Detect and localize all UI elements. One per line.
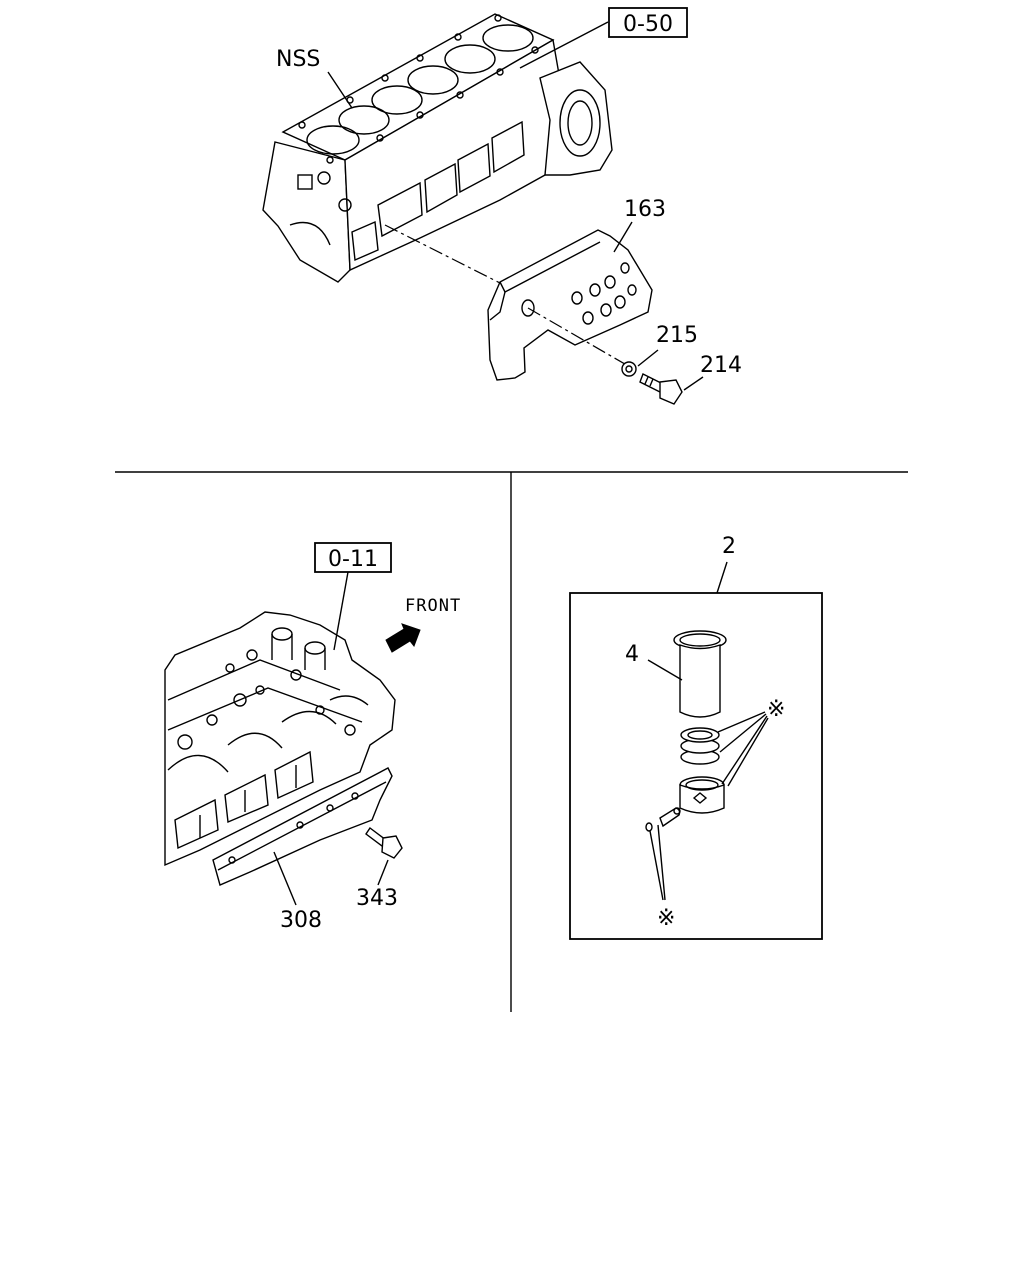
label-215: 215 <box>656 323 698 348</box>
ref-box-0-11-text: 0-11 <box>328 547 378 572</box>
block-underside-drawing <box>164 611 396 867</box>
front-arrow-icon <box>385 623 421 653</box>
ref-box-0-50-text: 0-50 <box>623 12 673 37</box>
label-308: 308 <box>280 908 322 933</box>
baffle-plate-163-drawing <box>487 229 653 381</box>
leader-163 <box>613 221 633 253</box>
bolt-343-drawing <box>365 826 403 859</box>
asterisk-leaders-lower <box>649 824 666 901</box>
label-163: 163 <box>624 197 666 222</box>
washer-215-drawing <box>621 361 637 377</box>
label-214: 214 <box>700 353 742 378</box>
asterisk-mark-lower: ※ <box>657 906 675 931</box>
piston-rings-drawing <box>680 727 720 765</box>
leader-214 <box>683 376 704 391</box>
leader-kit-2 <box>716 561 728 594</box>
piston-kit-box <box>569 592 823 940</box>
leader-ref-0-50 <box>519 21 609 69</box>
leader-308 <box>273 851 297 906</box>
piston-pin-drawing <box>659 807 681 828</box>
baffle-plate-308-drawing <box>212 767 393 886</box>
label-liner-4: 4 <box>625 642 639 667</box>
asterisk-leaders-upper <box>717 711 769 787</box>
leader-343 <box>377 859 389 886</box>
leader-nss <box>327 71 353 109</box>
alignment-line-block <box>384 224 501 284</box>
piston-drawing <box>679 776 725 814</box>
leader-215 <box>637 349 659 367</box>
front-direction-label: FRONT <box>405 596 461 616</box>
snap-ring-drawing <box>645 822 653 832</box>
label-nss: NSS <box>276 47 320 72</box>
label-kit-2: 2 <box>722 534 736 559</box>
leader-liner-4 <box>647 659 683 681</box>
leader-ref-0-11 <box>333 571 349 651</box>
cylinder-liner-drawing <box>673 630 727 718</box>
ref-box-0-11[interactable] <box>314 542 392 573</box>
bolt-214-drawing <box>639 373 683 405</box>
label-343: 343 <box>356 886 398 911</box>
asterisk-mark-upper: ※ <box>767 697 785 722</box>
engine-block-drawing <box>262 13 613 283</box>
alignment-line-bolt <box>527 307 631 368</box>
ref-box-0-50[interactable] <box>608 7 688 38</box>
